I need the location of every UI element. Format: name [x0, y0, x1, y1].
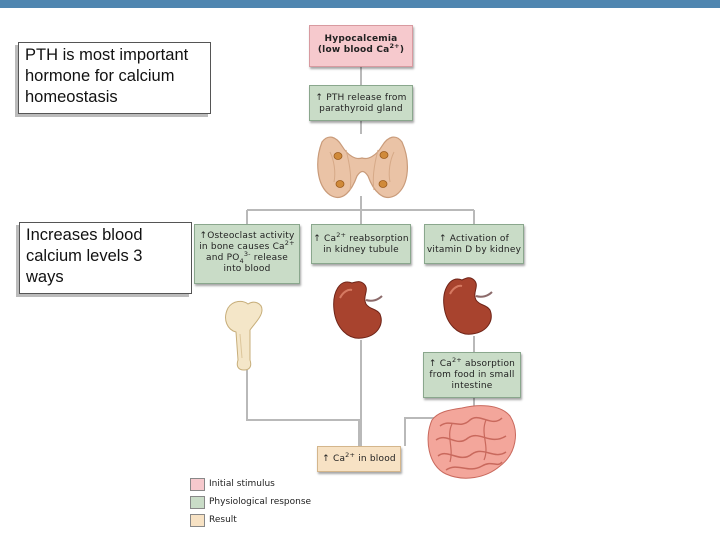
callout-line: Increases blood	[26, 226, 143, 244]
osteoclast-line-1: ↑Osteoclast activity	[195, 231, 299, 242]
vitamin-d-line-2: vitamin D by kidney	[426, 245, 522, 255]
osteoclast-text: and PO	[205, 253, 240, 263]
charge-superscript: 3-	[243, 250, 251, 258]
charge-superscript: 2+	[389, 42, 400, 50]
stimulus-close-paren: )	[399, 45, 405, 55]
osteoclast-text: release	[250, 253, 289, 263]
reabsorption-line-1: ↑ Ca2+ reabsorption	[312, 231, 410, 245]
absorption-line-3: intestine	[451, 381, 493, 391]
osteoclast-line-4: into blood	[223, 264, 271, 274]
kidney-illustration	[333, 281, 383, 339]
legend-swatch-green	[190, 496, 205, 509]
up-arrow-icon: ↑	[438, 234, 447, 244]
result-text: Ca	[329, 454, 346, 464]
reabsorption-line-2: in kidney tubule	[323, 245, 399, 255]
charge-superscript: 2+	[336, 231, 347, 239]
absorption-line-1: ↑ Ca2+ absorption	[424, 356, 520, 370]
stimulus-title: Hypocalcemia	[324, 34, 398, 44]
legend-swatch-pink	[190, 478, 205, 491]
initial-stimulus-box: Hypocalcemia (low blood Ca2+)	[309, 25, 413, 67]
reabsorption-text: reabsorption	[346, 234, 409, 244]
callout-line: calcium levels 3	[26, 247, 143, 265]
intestinal-absorption-box: ↑ Ca2+ absorption from food in small int…	[423, 352, 521, 398]
callout-line: ways	[26, 268, 64, 286]
vitamin-d-text: Activation of	[446, 234, 509, 244]
legend-label-initial-stimulus: Initial stimulus	[209, 479, 275, 489]
result-line: ↑ Ca2+ in blood	[318, 451, 400, 465]
pth-release-line-2: parathyroid gland	[319, 104, 403, 114]
reabsorption-text: Ca	[320, 234, 337, 244]
osteoclast-line-2: in bone causes Ca2+	[195, 239, 299, 253]
stimulus-text: (low blood Ca	[317, 45, 390, 55]
vitamin-d-activation-box: ↑ Activation of vitamin D by kidney	[424, 224, 524, 264]
charge-superscript: 2+	[284, 239, 295, 247]
absorption-text: Ca	[436, 359, 452, 369]
pth-release-box: ↑ PTH release from parathyroid gland	[309, 85, 413, 121]
callout-three-ways: Increases blood calcium levels 3 ways	[19, 222, 192, 294]
stimulus-subtitle: (low blood Ca2+)	[310, 42, 412, 56]
bone-illustration	[225, 300, 263, 371]
osteoclast-text: in bone causes Ca	[199, 242, 285, 252]
pth-release-line-1: ↑ PTH release from	[310, 93, 412, 104]
pth-text: PTH release from	[326, 93, 407, 103]
vitamin-d-line-1: ↑ Activation of	[425, 234, 523, 245]
legend-swatch-tan	[190, 514, 205, 527]
result-box: ↑ Ca2+ in blood	[317, 446, 401, 472]
charge-superscript: 2+	[345, 451, 356, 459]
callout-line: hormone for calcium	[25, 67, 175, 85]
reabsorption-box: ↑ Ca2+ reabsorption in kidney tubule	[311, 224, 411, 264]
small-intestine-illustration	[427, 405, 516, 479]
osteoclast-line-3: and PO43- release	[195, 250, 299, 265]
callout-pth-importance: PTH is most important hormone for calciu…	[18, 42, 211, 114]
legend-label-result: Result	[209, 515, 237, 525]
subscript: 4	[239, 256, 244, 265]
thyroid-gland-illustration	[317, 136, 408, 198]
absorption-text: absorption	[461, 359, 516, 369]
legend-label-physiological-response: Physiological response	[209, 497, 312, 507]
osteoclast-text: Osteoclast activity	[207, 231, 295, 241]
callout-line: homeostasis	[25, 88, 118, 106]
slide-top-bar	[0, 0, 720, 8]
up-arrow-icon: ↑	[315, 93, 324, 103]
up-arrow-icon: ↑	[313, 234, 321, 244]
up-arrow-icon: ↑	[428, 359, 437, 369]
osteoclast-activity-box: ↑Osteoclast activity in bone causes Ca2+…	[194, 224, 300, 284]
kidney-illustration	[443, 277, 493, 335]
result-text: in blood	[355, 454, 396, 464]
charge-superscript: 2+	[451, 356, 462, 364]
up-arrow-icon: ↑	[322, 454, 330, 464]
absorption-line-2: from food in small	[429, 370, 515, 380]
callout-line: PTH is most important	[25, 46, 189, 64]
up-arrow-icon: ↑	[199, 231, 208, 241]
